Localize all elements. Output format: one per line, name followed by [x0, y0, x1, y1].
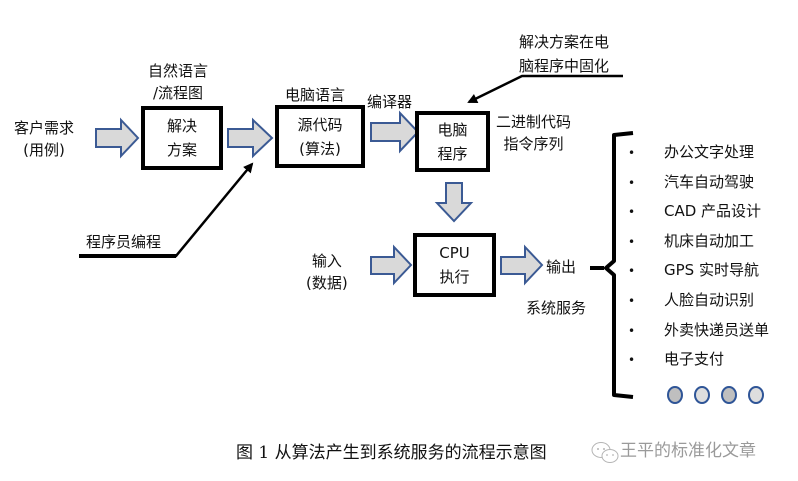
solution-box-line2: 方案 — [166, 141, 197, 159]
watermark-text: 王平的标准化文章 — [620, 441, 756, 461]
service-item: • 机床自动加工 — [628, 230, 754, 253]
computer-language-caption: 电脑语言 — [285, 86, 346, 104]
more-dot — [748, 386, 764, 404]
solidify-note-line2: 脑程序中固化 — [519, 57, 610, 75]
service-item: • 办公文字处理 — [628, 141, 754, 164]
solution-caption: 自然语言 /流程图 — [148, 60, 208, 104]
input-data-label: 输入 (数据) — [306, 250, 348, 294]
programmer-label: 程序员编程 — [86, 233, 162, 251]
bullet: • — [628, 353, 636, 367]
solidify-note: 解决方案在电 脑程序中固化 — [519, 30, 609, 78]
compiler-label: 编译器 — [367, 93, 413, 111]
service-label: GPS 实时导航 — [664, 261, 759, 279]
solidify-arrow — [467, 74, 623, 104]
bullet: • — [628, 205, 636, 219]
customer-request-label: 客户需求 (用例) — [14, 117, 74, 161]
more-dot — [667, 386, 683, 404]
input-data-line1: 输入 — [311, 252, 342, 270]
bullet: • — [628, 176, 636, 190]
bullet: • — [628, 146, 636, 160]
customer-request-line2: (用例) — [23, 141, 65, 159]
block-arrow-input-to-cpu — [370, 244, 413, 286]
service-item: • 汽车自动驾驶 — [628, 171, 754, 194]
service-item: • GPS 实时导航 — [628, 259, 759, 282]
cpu-box-line2: 执行 — [439, 268, 470, 286]
bullet: • — [628, 294, 636, 308]
service-label: 电子支付 — [664, 350, 725, 368]
block-arrow-source-to-program — [370, 110, 420, 154]
service-item: • 人脸自动识别 — [628, 289, 754, 312]
block-arrow-cpu-to-output — [500, 244, 544, 286]
computer-program-box: 电脑 程序 — [415, 111, 490, 172]
block-arrow-program-to-cpu — [434, 182, 474, 223]
cpu-box-line1: CPU — [439, 244, 470, 262]
service-item: • CAD 产品设计 — [628, 200, 761, 223]
bullet: • — [628, 235, 636, 249]
solution-caption-line2: /流程图 — [152, 84, 204, 102]
wechat-icon — [591, 442, 619, 463]
source-code-box-line2: (算法) — [299, 139, 341, 158]
more-dot — [721, 386, 737, 404]
computer-program-box-line1: 电脑 — [437, 120, 468, 139]
customer-request-line1: 客户需求 — [14, 119, 75, 137]
solidify-note-line1: 解决方案在电 — [519, 33, 610, 51]
source-code-box-line1: 源代码 — [297, 115, 343, 134]
binary-code-label: 二进制代码 指令序列 — [496, 111, 571, 155]
block-arrow-request-to-solution — [95, 117, 140, 159]
service-label: 汽车自动驾驶 — [664, 173, 755, 191]
service-label: 人脸自动识别 — [664, 291, 755, 309]
service-label: 外卖快递员送单 — [664, 321, 770, 339]
source-code-box: 源代码 (算法) — [275, 105, 365, 168]
binary-code-line2: 指令序列 — [503, 135, 564, 153]
input-data-line2: (数据) — [306, 274, 348, 292]
figure-caption: 图 1 从算法产生到系统服务的流程示意图 — [236, 443, 547, 463]
solution-box-line1: 解决 — [166, 117, 197, 135]
services-brace — [604, 131, 634, 399]
more-dot — [694, 386, 710, 404]
cpu-execute-box: CPU 执行 — [413, 233, 496, 297]
block-arrow-solution-to-source — [227, 117, 274, 159]
output-label: 输出 — [546, 258, 577, 276]
service-label: CAD 产品设计 — [664, 202, 762, 220]
more-services-dots — [667, 386, 764, 404]
binary-code-line1: 二进制代码 — [496, 113, 572, 131]
bullet: • — [628, 324, 636, 338]
service-label: 办公文字处理 — [664, 143, 755, 161]
service-item: • 电子支付 — [628, 348, 724, 371]
computer-program-box-line2: 程序 — [437, 144, 468, 163]
bullet: • — [628, 264, 636, 278]
service-label: 机床自动加工 — [664, 232, 755, 250]
service-item: • 外卖快递员送单 — [628, 319, 769, 342]
solution-caption-line1: 自然语言 — [148, 62, 209, 80]
system-service-label: 系统服务 — [526, 299, 587, 317]
solution-box: 解决 方案 — [141, 106, 223, 170]
